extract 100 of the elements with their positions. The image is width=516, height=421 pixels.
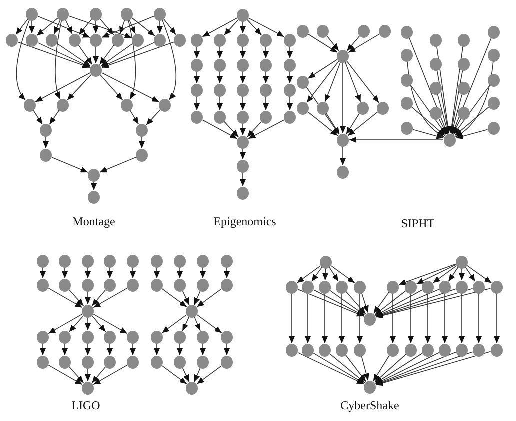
arrow — [62, 267, 68, 279]
task-node — [488, 26, 500, 38]
task-node — [458, 106, 470, 120]
arrow — [465, 267, 476, 282]
arrow — [16, 18, 28, 36]
arrow — [456, 129, 488, 140]
arrow — [298, 352, 364, 385]
arrow — [68, 316, 84, 332]
task-node — [284, 58, 296, 72]
arrow — [452, 118, 462, 135]
task-node — [337, 134, 349, 146]
task-node — [422, 280, 434, 294]
task-node — [191, 34, 203, 46]
task-node — [237, 110, 249, 124]
arrow — [376, 288, 456, 318]
task-node — [319, 344, 331, 356]
arrow — [306, 60, 340, 104]
task-node — [82, 278, 94, 292]
arrow — [348, 112, 378, 136]
arrow — [455, 61, 494, 138]
task-node — [237, 84, 249, 96]
arrow — [313, 290, 365, 316]
arrow — [240, 123, 246, 136]
arrow — [375, 352, 440, 384]
task-node — [26, 34, 38, 46]
task-node — [286, 280, 298, 294]
arrow — [54, 20, 61, 34]
task-node — [237, 34, 249, 46]
arrow — [68, 16, 132, 38]
arrow — [93, 288, 128, 308]
arrow — [409, 38, 448, 134]
arrow — [92, 316, 106, 332]
arrow — [346, 36, 360, 52]
arrow — [247, 19, 262, 36]
task-node — [127, 278, 139, 292]
task-node — [104, 356, 116, 368]
task-node — [337, 166, 349, 178]
arrow — [182, 316, 190, 332]
arrow — [217, 46, 223, 59]
workflow-title: Epigenomics — [214, 214, 276, 230]
arrow — [346, 113, 360, 135]
arrow — [263, 46, 269, 59]
arrow — [194, 290, 201, 306]
arrow — [107, 343, 113, 356]
arrow — [154, 343, 160, 356]
arrow — [162, 314, 188, 334]
task-node — [90, 64, 102, 76]
arrow — [36, 18, 58, 36]
task-node — [127, 254, 139, 268]
arrow — [196, 366, 222, 384]
task-node — [214, 58, 226, 72]
task-node — [260, 110, 272, 124]
arrow — [139, 136, 145, 149]
task-node — [284, 110, 296, 124]
arrow — [224, 267, 230, 279]
task-node — [104, 278, 116, 292]
arrow — [162, 20, 177, 100]
arrow — [416, 264, 457, 284]
task-node — [317, 24, 329, 38]
task-node — [284, 34, 296, 46]
arrow — [68, 290, 84, 306]
arrow — [448, 267, 459, 282]
arrow — [459, 293, 465, 344]
task-node — [364, 312, 376, 326]
task-node — [377, 102, 389, 114]
arrow — [247, 121, 262, 138]
arrow — [132, 18, 156, 36]
arrow — [200, 343, 206, 356]
task-node — [88, 190, 100, 204]
arrow — [68, 366, 84, 384]
arrow — [194, 96, 200, 111]
task-node — [82, 254, 94, 268]
arrow — [162, 288, 188, 308]
task-node — [174, 278, 186, 292]
arrow — [348, 34, 380, 54]
task-node — [337, 50, 349, 62]
task-node — [237, 160, 249, 172]
arrow — [196, 288, 222, 308]
arrow — [240, 46, 246, 59]
task-node — [354, 280, 366, 294]
task-node — [40, 148, 52, 162]
arrow — [326, 113, 340, 135]
arrow — [182, 290, 190, 306]
task-node — [297, 76, 309, 88]
arrow — [376, 288, 492, 319]
task-node — [336, 280, 348, 294]
arrow — [376, 289, 440, 317]
task-node — [237, 186, 249, 200]
arrow — [38, 16, 90, 38]
task-node — [151, 356, 163, 368]
arrow — [466, 265, 492, 284]
task-node — [456, 280, 468, 294]
arrow — [16, 20, 30, 101]
arrow — [224, 121, 239, 138]
arrow — [177, 267, 183, 279]
task-node — [214, 84, 226, 96]
arrow — [454, 106, 490, 136]
task-node — [46, 34, 58, 46]
arrow — [375, 353, 423, 384]
task-node — [317, 102, 329, 114]
